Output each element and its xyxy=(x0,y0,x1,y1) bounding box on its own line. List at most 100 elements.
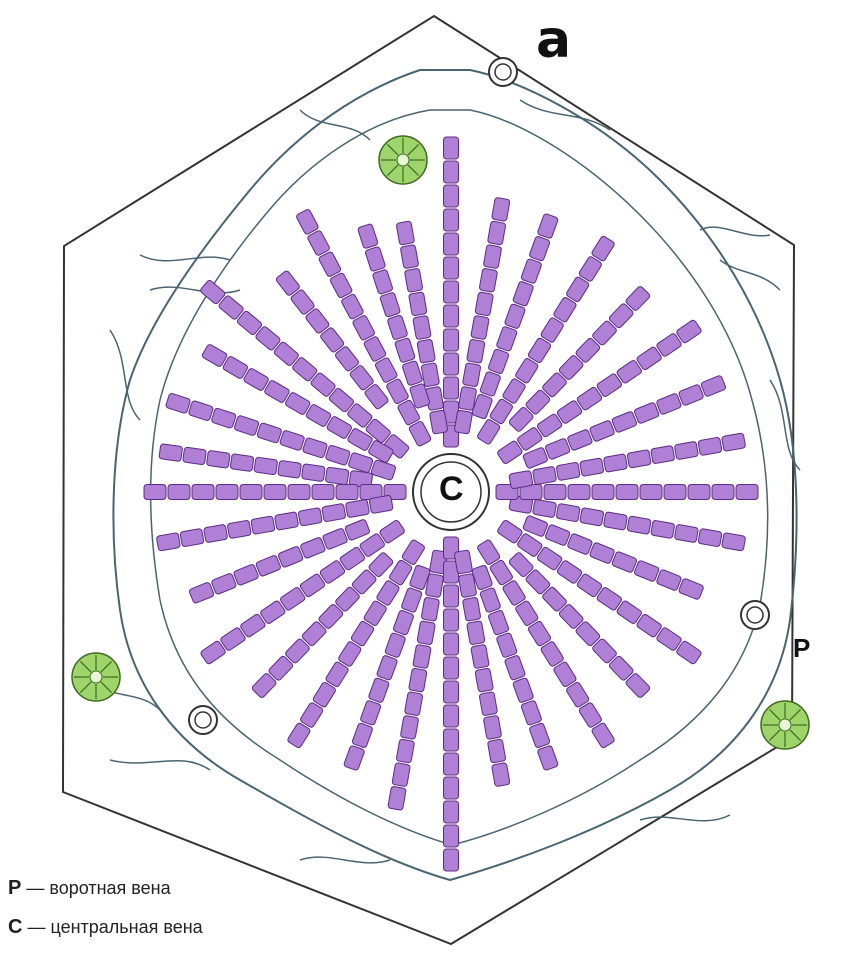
hepatocyte-cell xyxy=(444,729,459,751)
diagram-corner-letter: a xyxy=(536,10,571,70)
hepatocyte-cell xyxy=(492,197,511,221)
portal-vein-lumen xyxy=(195,712,211,728)
hepatocyte-cell xyxy=(396,739,415,763)
hepatocyte-cell xyxy=(532,499,556,518)
hepatocyte-cell xyxy=(444,657,459,679)
hepatocyte-cell xyxy=(417,621,436,645)
hepatocyte-cell xyxy=(444,377,459,399)
hepatocyte-cell xyxy=(230,454,254,472)
hepatocyte-cell xyxy=(698,437,722,456)
hepatocyte-cell xyxy=(444,329,459,351)
hepatocyte-cell xyxy=(444,233,459,255)
hepatocyte-cell xyxy=(479,268,498,292)
hepatocyte-cell xyxy=(444,209,459,231)
hepatocyte-cell xyxy=(444,585,459,607)
hepatocyte-cell xyxy=(444,161,459,183)
legend-row-portal: P — воротная вена xyxy=(8,877,171,900)
hepatocyte-cell xyxy=(444,705,459,727)
hepatocyte-cell xyxy=(336,485,358,500)
hepatocyte-cell xyxy=(444,801,459,823)
hepatocyte-cell xyxy=(409,292,428,316)
hepatocyte-cell xyxy=(603,454,627,473)
hepatocyte-cell xyxy=(345,499,369,518)
hepatocyte-cell xyxy=(240,485,262,500)
hepatocyte-cell xyxy=(674,524,698,543)
hepatocyte-cell xyxy=(444,257,459,279)
hepatocyte-cell xyxy=(325,467,349,485)
hepatocyte-cell xyxy=(425,573,444,597)
hepatocyte-cell xyxy=(722,433,746,452)
hepatocyte-cell xyxy=(203,524,227,543)
hepatocyte-cell xyxy=(483,715,502,739)
hepatocyte-cell xyxy=(159,444,183,462)
hepatocyte-cell xyxy=(471,315,490,339)
hepatocyte-cell xyxy=(413,315,432,339)
hepatocyte-cell xyxy=(444,753,459,775)
hepatocyte-cell xyxy=(274,512,298,531)
hepatocyte-cell xyxy=(421,597,440,621)
hepatocyte-cell xyxy=(640,485,662,500)
hepatocyte-cell xyxy=(722,533,746,552)
hepatocyte-cell xyxy=(444,633,459,655)
hepatocyte-cell xyxy=(216,485,238,500)
hepatocyte-cell xyxy=(592,485,614,500)
hepatocyte-cell xyxy=(227,520,251,539)
portal-vein-label: P xyxy=(793,633,810,664)
hepatocyte-cell xyxy=(736,485,758,500)
hepatocyte-cell xyxy=(483,244,502,268)
hepatocyte-cell xyxy=(400,244,419,268)
hepatocyte-cell xyxy=(556,503,580,522)
hepatocyte-cell xyxy=(312,485,334,500)
hepatocyte-cell xyxy=(180,528,204,547)
hepatocyte-cell xyxy=(467,339,486,363)
hepatocyte-cell xyxy=(396,221,415,245)
hepatocyte-cell xyxy=(712,485,734,500)
hepatocyte-cell xyxy=(254,457,278,475)
hepatocyte-cell xyxy=(429,410,448,434)
hepatocyte-cell xyxy=(298,508,322,527)
hepatocyte-cell xyxy=(144,485,166,500)
bile-duct-lumen xyxy=(397,154,409,166)
hepatocyte-cell xyxy=(183,447,207,465)
legend-key-central: C xyxy=(8,916,22,938)
hepatocyte-cell xyxy=(616,485,638,500)
hepatocyte-cell xyxy=(471,644,490,668)
hepatocyte-cell xyxy=(264,485,286,500)
legend-row-central: C — центральная вена xyxy=(8,916,203,939)
hepatocyte-cell xyxy=(487,221,506,245)
hepatocyte-cell xyxy=(417,339,436,363)
hepatocyte-cell xyxy=(444,185,459,207)
hepatocyte-cell xyxy=(479,692,498,716)
bile-duct-lumen xyxy=(90,671,102,683)
hepatocyte-cell xyxy=(156,533,180,552)
hepatocyte-cell xyxy=(462,597,481,621)
hepatocyte-cell xyxy=(487,739,506,763)
hepatocyte-cell xyxy=(206,450,230,468)
hepatocyte-cell xyxy=(192,485,214,500)
hepatocyte-cell xyxy=(369,495,393,514)
hepatocyte-cell xyxy=(444,777,459,799)
hepatocyte-cell xyxy=(409,668,428,692)
hepatocyte-cell xyxy=(454,550,473,574)
hepatocyte-cell xyxy=(454,410,473,434)
hepatocyte-cell xyxy=(674,441,698,460)
hepatocyte-cell xyxy=(278,460,302,478)
hepatocyte-cell xyxy=(413,644,432,668)
hepatocyte-cell xyxy=(288,485,310,500)
portal-vein-lumen xyxy=(747,607,763,623)
hepatocyte-cell xyxy=(627,450,651,469)
legend-text-central: — центральная вена xyxy=(27,917,202,937)
hepatocyte-cell xyxy=(444,137,459,159)
hepatocyte-cell xyxy=(404,692,423,716)
hepatocyte-cell xyxy=(322,503,346,522)
hepatocyte-cell xyxy=(544,485,566,500)
hepatocyte-cell xyxy=(475,292,494,316)
hepatocyte-cell xyxy=(444,305,459,327)
hepatocyte-cell xyxy=(444,849,459,871)
hepatocyte-cell xyxy=(688,485,710,500)
hepatocyte-cell xyxy=(580,458,604,477)
hepatocyte-cell xyxy=(568,485,590,500)
hepatocyte-cell xyxy=(664,485,686,500)
